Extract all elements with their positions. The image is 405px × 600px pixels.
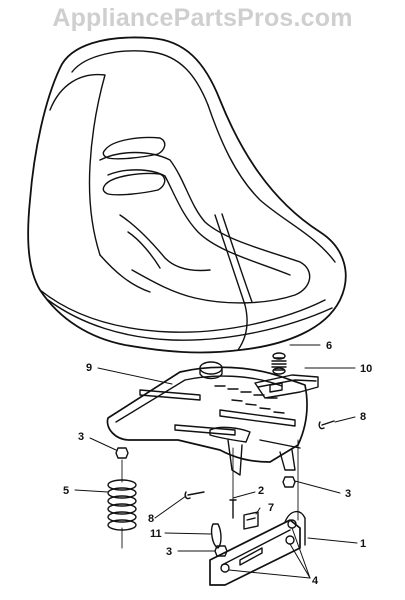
- seat-cushion: [27, 36, 347, 354]
- callout-labels: 9 6 10 8 3 5 8 2 3 7 11 1 3 4: [63, 340, 372, 587]
- leader-lines: [74, 344, 358, 579]
- callout-1: 1: [360, 538, 366, 550]
- spring-top: [271, 352, 287, 375]
- callout-8-left: 8: [148, 513, 154, 525]
- callout-7: 7: [268, 502, 274, 514]
- callout-3-right: 3: [345, 488, 351, 500]
- callout-9: 9: [86, 362, 92, 374]
- coil-spring: [107, 479, 137, 531]
- callout-11: 11: [150, 528, 162, 540]
- bolt-parts: [184, 420, 335, 500]
- watermark-text: AppliancePartsPros.com: [52, 4, 353, 32]
- callout-3-upper: 3: [78, 431, 84, 443]
- callout-6: 6: [326, 340, 332, 352]
- small-hardware: [210, 499, 297, 573]
- callout-3-lower: 3: [166, 546, 172, 558]
- callout-4: 4: [312, 575, 319, 587]
- callout-5: 5: [63, 485, 69, 497]
- callout-10: 10: [360, 363, 372, 375]
- callout-8-right: 8: [360, 411, 366, 423]
- slide-latch: [254, 374, 319, 399]
- callout-2: 2: [258, 485, 264, 497]
- seat-pan-bracket: [106, 361, 308, 476]
- alignment-lines: [121, 439, 299, 549]
